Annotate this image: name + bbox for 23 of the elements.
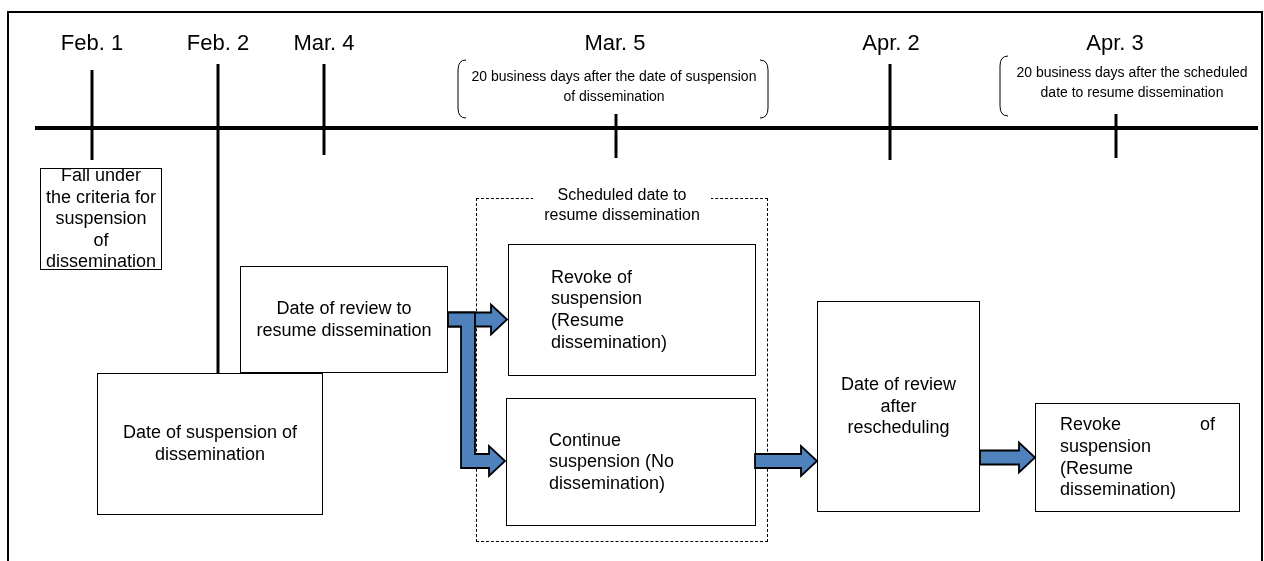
date-label: Apr. 2 xyxy=(861,30,921,57)
date-label: Feb. 1 xyxy=(59,30,125,57)
date-label: Apr. 3 xyxy=(1085,30,1145,57)
box-text: Date of review to resume dissemination xyxy=(255,297,433,342)
process-box xyxy=(240,266,448,373)
box-text: Continue suspension (No dissemination) xyxy=(548,429,676,495)
process-box xyxy=(1035,403,1240,512)
process-box xyxy=(506,398,756,526)
date-label: Mar. 4 xyxy=(292,30,356,57)
box-text: Revoke of suspension (Resume dissemination) xyxy=(550,266,669,354)
block-arrow xyxy=(754,443,819,479)
block-arrow xyxy=(447,311,507,479)
process-box xyxy=(817,301,980,512)
block-arrow xyxy=(979,440,1037,475)
process-box xyxy=(97,373,323,515)
note-text: 20 business days after the date of suspension of dissemination xyxy=(470,67,758,107)
process-box xyxy=(508,244,756,376)
box-text: Date of review after rescheduling xyxy=(839,374,958,439)
date-label: Feb. 2 xyxy=(185,30,251,57)
date-label: Mar. 5 xyxy=(583,30,647,57)
box-text: Revoke of suspension (Resume dissemination) xyxy=(1059,414,1216,501)
note-text: 20 business days after the scheduled date to resume dissemination xyxy=(1015,63,1249,103)
box-text: Date of suspension of dissemination xyxy=(121,422,299,466)
